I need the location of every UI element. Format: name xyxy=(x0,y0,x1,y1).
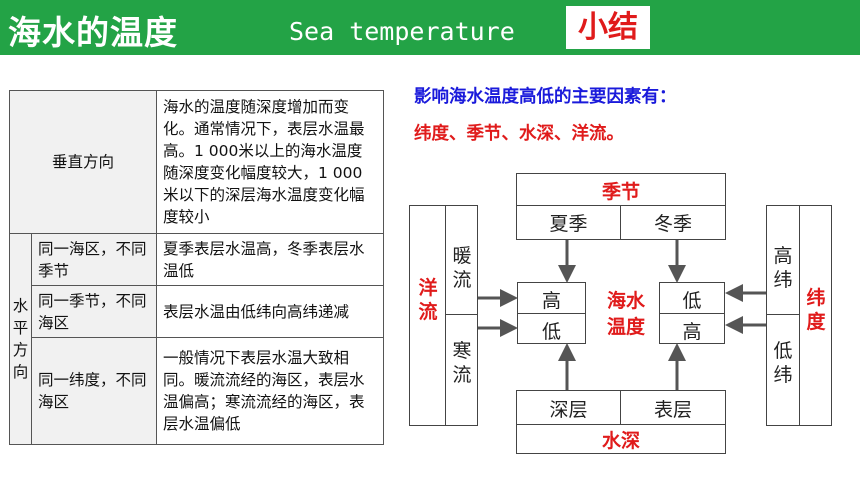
latitude-box: 高纬 低纬 纬度 xyxy=(766,205,832,426)
vertical-label: 垂直方向 xyxy=(8,90,158,234)
page-title: 海水的温度 xyxy=(8,13,178,52)
center-right-bottom: 高 xyxy=(682,321,702,343)
current-mid-divider xyxy=(445,314,478,315)
summary-badge: 小结 xyxy=(566,6,650,49)
row-desc: 表层水温由低纬向高纬递减 xyxy=(156,285,385,338)
depth-title: 水深 xyxy=(601,430,640,452)
center-right-divider xyxy=(660,313,724,314)
table-row: 同一纬度，不同海区 一般情况下表层水温大致相同。暖流流经的海区，表层水温偏高；寒… xyxy=(10,337,385,445)
row-condition: 同一季节，不同海区 xyxy=(30,285,158,338)
table-row: 垂直方向 海水的温度随深度增加而变化。通常情况下，表层水温最高。1 000米以上… xyxy=(8,90,385,234)
current-title: 洋流 xyxy=(418,277,438,323)
page-subtitle-en: Sea temperature xyxy=(289,17,515,46)
depth-deep: 深层 xyxy=(549,399,588,421)
latitude-mid-divider xyxy=(767,314,799,315)
depth-box: 深层 表层 水深 xyxy=(516,390,726,454)
latitude-title: 纬度 xyxy=(806,287,826,333)
depth-surface: 表层 xyxy=(653,399,692,421)
latitude-low: 低纬 xyxy=(773,340,793,386)
table-row: 同一季节，不同海区 表层水温由低纬向高纬递减 xyxy=(10,285,385,338)
latitude-divider xyxy=(799,206,800,425)
factors-answer: 纬度、季节、水深、洋流。 xyxy=(414,124,624,144)
current-divider xyxy=(445,206,446,425)
season-winter: 冬季 xyxy=(653,213,692,235)
vertical-desc: 海水的温度随深度增加而变化。通常情况下，表层水温最高。1 000米以上的海水温度… xyxy=(156,90,385,234)
row-condition: 同一海区，不同季节 xyxy=(30,233,158,286)
center-left-divider xyxy=(518,313,585,314)
current-box: 洋流 暖流 寒流 xyxy=(409,205,478,426)
row-desc: 一般情况下表层水温大致相同。暖流流经的海区，表层水温偏高；寒流流经的海区，表层水… xyxy=(156,337,385,445)
center-left-box: 高 低 xyxy=(517,282,586,344)
current-cold: 寒流 xyxy=(452,340,472,386)
depth-mid-divider xyxy=(620,391,621,424)
season-title: 季节 xyxy=(601,181,640,203)
title-bar: 海水的温度 Sea temperature 小结 xyxy=(0,0,860,55)
center-label: 海水温度 xyxy=(606,290,645,338)
current-warm: 暖流 xyxy=(452,245,472,291)
season-box: 季节 夏季 冬季 xyxy=(516,173,726,240)
season-summer: 夏季 xyxy=(549,213,588,235)
row-condition: 同一纬度，不同海区 xyxy=(30,337,158,445)
latitude-high: 高纬 xyxy=(773,245,793,291)
temperature-table: 垂直方向 海水的温度随深度增加而变化。通常情况下，表层水温最高。1 000米以上… xyxy=(8,90,385,445)
horizontal-label: 水平方向 xyxy=(9,233,32,445)
center-left-bottom: 低 xyxy=(541,321,561,343)
center-right-box: 低 高 xyxy=(659,282,725,344)
season-divider xyxy=(517,205,725,206)
center-right-top: 低 xyxy=(682,290,702,312)
table-row: 水平方向 同一海区，不同季节 夏季表层水温高，冬季表层水温低 xyxy=(9,233,385,445)
factors-question: 影响海水温度高低的主要因素有： xyxy=(414,87,677,107)
season-mid-divider xyxy=(620,205,621,240)
depth-divider xyxy=(517,424,725,425)
center-left-top: 高 xyxy=(541,290,561,312)
